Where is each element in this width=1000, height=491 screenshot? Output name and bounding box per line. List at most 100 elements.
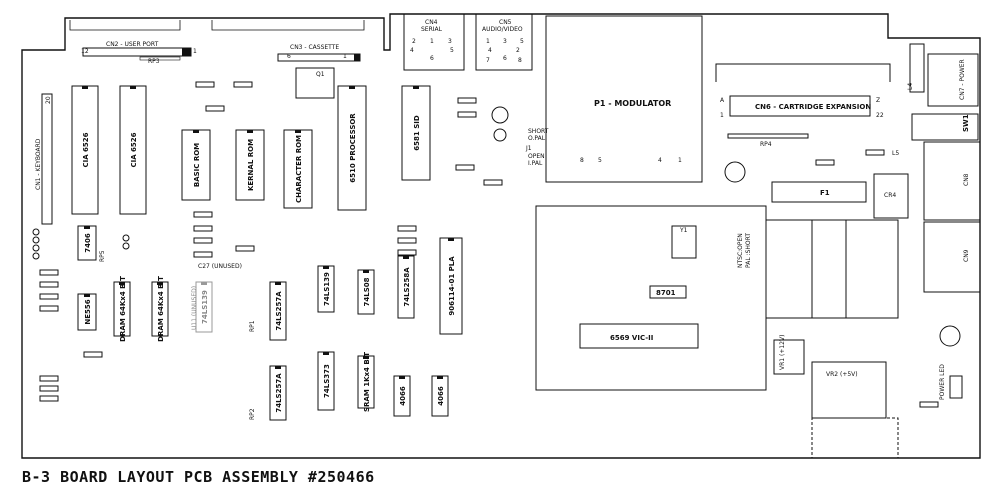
u9-label: DRAM 64Kx4 BIT	[157, 276, 165, 342]
resistor-3	[457, 97, 477, 104]
svg-text:8: 8	[518, 57, 522, 64]
u6-label: SRAM 1Kx4 BIT	[363, 352, 371, 412]
u17-notch	[448, 238, 454, 241]
svg-text:Y1: Y1	[679, 227, 688, 234]
u2-label: CIA 6526	[130, 132, 138, 167]
resistor-2	[205, 105, 225, 112]
svg-text:I.PAL: I.PAL	[528, 160, 543, 167]
resistor-0	[195, 81, 215, 88]
resistor-19	[39, 375, 59, 382]
u18-notch	[413, 86, 419, 89]
round-part-1	[493, 128, 507, 142]
u3-notch	[193, 130, 199, 133]
svg-text:C27 (UNUSED): C27 (UNUSED)	[198, 263, 242, 270]
u9-notch	[157, 282, 163, 285]
svg-text:L4: L4	[907, 83, 914, 90]
svg-text:RP3: RP3	[148, 58, 160, 65]
svg-text:SHORT: SHORT	[528, 128, 549, 135]
resistor-13	[397, 237, 417, 244]
svg-text:J1: J1	[525, 145, 532, 152]
resistor-11	[455, 164, 475, 171]
resistor-17	[39, 293, 59, 300]
resistor-8	[193, 237, 213, 244]
round-part-7	[32, 252, 40, 260]
u26-notch	[323, 352, 329, 355]
u27-label: 74LS08	[363, 277, 371, 306]
svg-text:1: 1	[720, 112, 724, 119]
sw1	[911, 113, 979, 141]
resistor-9	[193, 251, 213, 258]
svg-text:CN8: CN8	[963, 173, 970, 186]
u19-vic	[579, 323, 699, 349]
svg-text:2: 2	[516, 47, 520, 54]
u8-label: 7406	[84, 233, 92, 253]
round-part-5	[32, 236, 40, 244]
svg-text:4: 4	[488, 47, 492, 54]
resistor-25	[919, 401, 939, 408]
u15-notch	[323, 266, 329, 269]
u1-notch	[82, 86, 88, 89]
resistor-15	[39, 269, 59, 276]
cn2-label: CN2 - USER PORT	[106, 41, 159, 48]
cr4-bridge	[873, 173, 909, 219]
resistor-14	[397, 249, 417, 256]
resistor-1	[233, 81, 253, 88]
u4-notch	[247, 130, 253, 133]
u13-label: 74LS257A	[275, 291, 283, 331]
svg-text:NTSC:OPEN: NTSC:OPEN	[737, 233, 744, 268]
svg-text:P1 - MODULATOR: P1 - MODULATOR	[594, 99, 671, 108]
svg-text:CN6 - CARTRIDGE EXPANSION: CN6 - CARTRIDGE EXPANSION	[755, 103, 871, 111]
u2-notch	[130, 86, 136, 89]
svg-text:CR4: CR4	[884, 192, 896, 199]
round-part-2	[724, 161, 746, 183]
svg-text:AUDIO/VIDEO: AUDIO/VIDEO	[482, 26, 523, 33]
svg-text:CN5: CN5	[499, 19, 512, 26]
svg-text:CN4: CN4	[425, 19, 438, 26]
cn3-label: CN3 - CASSETTE	[290, 44, 339, 51]
round-part-4	[32, 228, 40, 236]
u20-label: NE556	[84, 299, 92, 324]
resistor-18	[39, 305, 59, 312]
svg-text:U11 (UNUSED): U11 (UNUSED)	[191, 286, 198, 330]
u16-notch	[399, 376, 405, 379]
resistor-7	[193, 225, 213, 232]
board-outline	[21, 13, 981, 459]
cn4-connector	[403, 13, 465, 71]
cn9-connector	[923, 221, 981, 293]
u31-chip	[649, 285, 687, 299]
u7-label: 6510 PROCESSOR	[349, 113, 357, 183]
svg-text:1: 1	[343, 53, 347, 60]
u11-label: 74LS139	[201, 290, 209, 324]
svg-text:6: 6	[430, 55, 434, 62]
resistor-20	[39, 385, 59, 392]
resistor-23	[815, 159, 835, 166]
u20-notch	[84, 294, 90, 297]
u1-label: CIA 6526	[82, 132, 90, 167]
u28-label: 4066	[437, 386, 445, 406]
svg-text:3: 3	[503, 38, 507, 45]
svg-text:RP1: RP1	[249, 320, 256, 332]
round-part-6	[32, 244, 40, 252]
svg-text:RP4: RP4	[760, 141, 772, 148]
svg-text:1: 1	[678, 157, 682, 164]
svg-text:8701: 8701	[656, 289, 676, 297]
board-title: B-3 BOARD LAYOUT PCB ASSEMBLY #250466	[22, 468, 375, 486]
svg-text:5: 5	[450, 47, 454, 54]
svg-text:7: 7	[486, 57, 490, 64]
svg-text:Q1: Q1	[316, 71, 325, 78]
cn2-connector	[82, 47, 192, 57]
u7-notch	[349, 86, 355, 89]
u27-notch	[363, 270, 369, 273]
svg-text:SERIAL: SERIAL	[421, 26, 443, 33]
svg-text:CN9: CN9	[963, 249, 970, 262]
u18-label: 6581 SID	[413, 115, 421, 151]
resistor-4	[457, 111, 477, 118]
svg-text:1: 1	[430, 38, 434, 45]
svg-text:5: 5	[520, 38, 524, 45]
cn6-connector	[729, 95, 871, 117]
round-part-0	[491, 106, 509, 124]
svg-text:L5: L5	[892, 150, 899, 157]
svg-text:5: 5	[598, 157, 602, 164]
